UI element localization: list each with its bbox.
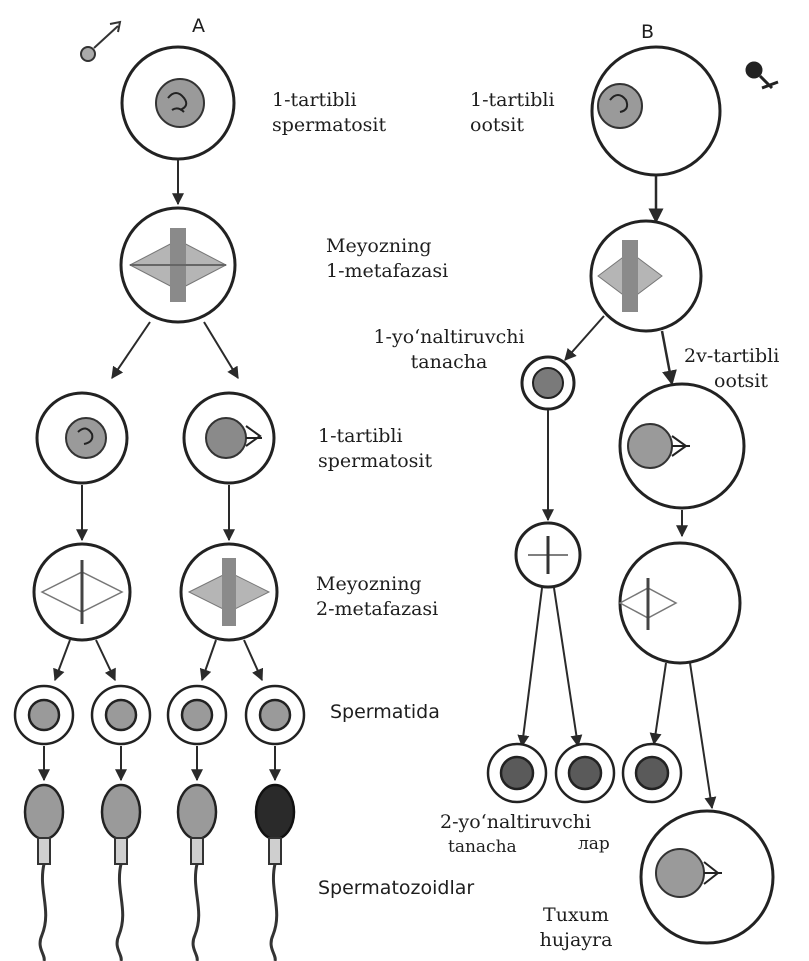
label-primary-spermatocyte: 1-tartibli spermatosit — [272, 88, 386, 138]
label-secondary-spermatocyte: 1-tartibli spermatosit — [318, 424, 432, 474]
arrow — [202, 640, 216, 680]
spermatid-cells — [15, 686, 304, 744]
secondary-oocyte-cell — [620, 384, 744, 508]
arrow — [554, 588, 578, 746]
meiosis2-oocyte-cell — [620, 543, 740, 663]
male-symbol-icon — [81, 22, 120, 61]
label-second-polar-body-suffix: лар — [578, 832, 610, 857]
meiosis2-sperm-cell — [34, 544, 130, 640]
second-polar-body-cells — [488, 744, 681, 802]
meiosis2-sperm-cell — [181, 544, 277, 640]
spermatozoon — [178, 785, 216, 961]
label-meiosis1: Meyozning 1-metafazasi — [326, 234, 448, 284]
arrow — [654, 663, 666, 744]
secondary-spermatocyte-cell — [184, 393, 274, 483]
arrow — [690, 663, 712, 808]
label-spermatozoa: Spermatozoidlar — [318, 876, 474, 901]
label-spermatid: Spermatida — [330, 700, 440, 725]
secondary-spermatocyte-cell — [37, 393, 127, 483]
egg-cell — [641, 811, 773, 943]
label-second-polar-body: 2-yo‘naltiruvchi tanacha — [440, 810, 591, 860]
meiosis1-oocyte-cell — [591, 221, 701, 331]
polar-body-division-cell — [516, 523, 580, 587]
arrow — [112, 322, 150, 378]
arrow — [55, 640, 70, 680]
label-meiosis2: Meyozning 2-metafazasi — [316, 572, 438, 622]
spermatozoon — [102, 785, 140, 961]
primary-spermatocyte-cell — [122, 47, 234, 159]
arrow — [96, 640, 115, 680]
panel-label-b: B — [641, 20, 654, 45]
arrow — [522, 588, 542, 746]
spermatozoon — [256, 785, 294, 961]
arrow — [662, 331, 672, 384]
panel-label-a: A — [192, 14, 205, 39]
label-secondary-oocyte: 2v-tartibli ootsit — [684, 344, 779, 394]
label-first-polar-body: 1-yo‘naltiruvchi tanacha — [356, 325, 542, 375]
spermatozoon — [25, 785, 63, 961]
arrow — [244, 640, 262, 680]
meiosis1-sperm-cell — [121, 208, 235, 322]
arrow — [565, 316, 604, 360]
arrow — [204, 322, 238, 378]
label-primary-oocyte: 1-tartibli ootsit — [470, 88, 555, 138]
primary-oocyte-cell — [592, 47, 720, 175]
female-symbol-icon — [747, 63, 778, 88]
label-egg-cell: Tuxum hujayra — [536, 903, 616, 953]
